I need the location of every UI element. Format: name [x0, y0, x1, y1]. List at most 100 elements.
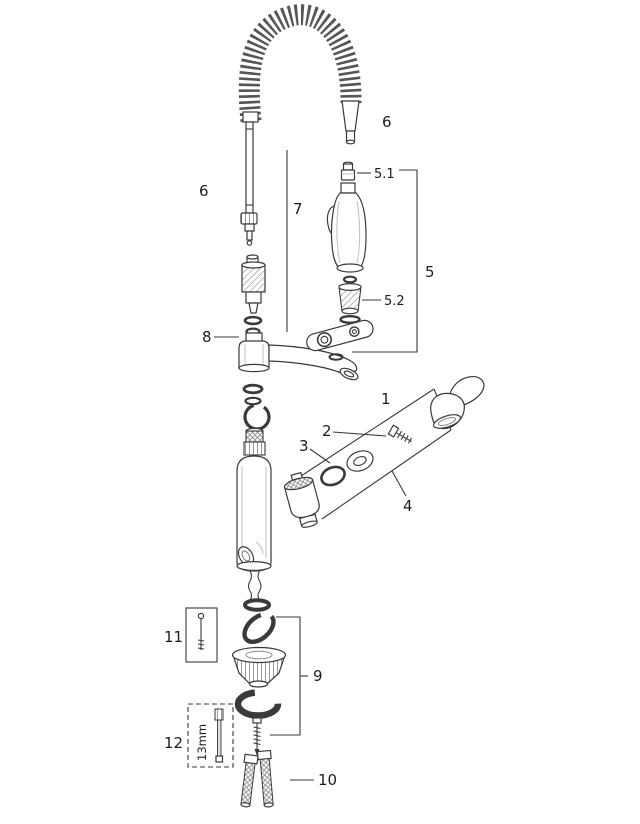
screw-thread	[253, 742, 261, 746]
mounting-tool-kit: 13mm	[187, 703, 234, 768]
screw-thread	[400, 433, 406, 441]
face-plate-hole-large	[316, 332, 333, 348]
face-plate-body	[306, 319, 374, 352]
part-label-7: 7	[293, 200, 303, 218]
check-valve-stem	[342, 163, 354, 171]
face-plate-hole-small	[349, 326, 360, 337]
pin-thread	[197, 639, 205, 642]
screw-thread	[407, 437, 412, 444]
thick-o-ring	[243, 598, 271, 612]
spray-head-neck	[340, 182, 356, 194]
open-spacer-ring	[242, 612, 276, 644]
body-stack-knurl	[245, 430, 264, 443]
part-label-2: 2	[322, 422, 332, 440]
handle-screw	[387, 424, 412, 444]
spout-base-bottom	[238, 363, 270, 373]
cartridge-base-bottom	[301, 520, 318, 528]
part-2-leader-line	[332, 431, 387, 437]
check-valve-cartridge	[241, 254, 266, 336]
cap-ring-hole	[353, 456, 367, 466]
hose-tail	[257, 570, 262, 601]
body-stack-collar	[243, 441, 266, 456]
tube-connector-tip	[246, 230, 253, 241]
part-label-6-right: 6	[382, 113, 392, 131]
part-label-8: 8	[202, 328, 212, 346]
tube-body	[245, 121, 254, 214]
spray-head-shading	[356, 200, 361, 264]
screw-thread	[253, 726, 261, 730]
mousseur-bottom	[341, 307, 359, 315]
spray-head-assembly: 5.1 5.2 5	[306, 161, 435, 361]
spray-head-shading	[336, 200, 341, 264]
spray-head-bottom-rim	[336, 263, 364, 273]
tool-size-label: 13mm	[195, 724, 209, 761]
hose-guide-tube	[240, 121, 258, 246]
part-4-leader-line	[391, 470, 407, 497]
hose-end	[263, 802, 274, 808]
spout-assembly	[238, 332, 359, 431]
part-label-11: 11	[164, 628, 183, 646]
group-5-bracket	[352, 169, 418, 353]
o-ring	[244, 396, 262, 406]
mounting-parts	[231, 598, 287, 756]
part-3-leader-line	[309, 448, 331, 464]
coil-spring	[238, 4, 362, 123]
screw-shaft	[395, 432, 412, 443]
o-ring	[328, 353, 344, 361]
spiral-spring-hose	[238, 4, 362, 145]
screw-thread	[253, 738, 261, 742]
valve-body-rim	[241, 261, 266, 269]
valve-knurled-body	[241, 264, 266, 293]
spring-right-stub-end	[345, 139, 356, 145]
part-label-12: 12	[164, 734, 183, 752]
valve-tip	[248, 302, 259, 314]
screw-thread	[253, 734, 261, 738]
tube-connector-ball	[246, 240, 253, 246]
o-ring	[243, 315, 263, 326]
screw-thread	[404, 435, 409, 442]
pin-head	[197, 612, 205, 620]
tool-shaft	[217, 719, 222, 759]
body-side-port-opening	[241, 550, 251, 562]
kit-12-box	[187, 703, 234, 768]
cartridge	[283, 471, 320, 528]
fixing-screw-head	[252, 717, 262, 724]
braided-hose	[259, 758, 274, 806]
o-ring	[342, 275, 358, 284]
body-detail-curve	[255, 541, 264, 555]
supply-hose-left	[240, 753, 259, 808]
horseshoe-clamp	[234, 689, 282, 719]
seal-ring	[339, 315, 361, 325]
pin-thread	[197, 647, 205, 650]
part-label-3: 3	[299, 437, 309, 455]
part-label-1: 1	[381, 390, 391, 408]
group-4-axis-upper	[297, 388, 435, 479]
group-4-axis-lower	[321, 429, 452, 520]
spring-left-fitting	[242, 111, 259, 123]
mounting-nut-bottom	[248, 680, 269, 688]
hose-tail	[247, 570, 253, 601]
o-ring	[242, 383, 264, 395]
seal-ring-body	[320, 465, 346, 487]
screw-head	[387, 424, 400, 438]
supply-hoses: 10	[240, 749, 337, 808]
supply-hose-right	[256, 749, 274, 808]
mousseur-rim	[338, 283, 362, 292]
face-plate-hole-small-inner	[351, 329, 357, 335]
handle-assembly: 1 4 2 3	[283, 376, 485, 528]
braided-hose	[240, 761, 256, 806]
part-label-4: 4	[403, 497, 413, 515]
part-label-5-2: 5.2	[384, 294, 405, 309]
seal-ring-thin	[320, 465, 346, 487]
tool-tip	[215, 755, 224, 763]
valve-stem-top	[246, 254, 259, 260]
part-label-5: 5	[425, 263, 435, 281]
tool-socket-head	[214, 708, 224, 721]
screw-thread	[397, 430, 402, 439]
screw-thread	[253, 730, 261, 734]
faucet-body	[236, 427, 272, 601]
spout-tip-opening	[343, 370, 355, 378]
hose-end	[240, 802, 251, 808]
